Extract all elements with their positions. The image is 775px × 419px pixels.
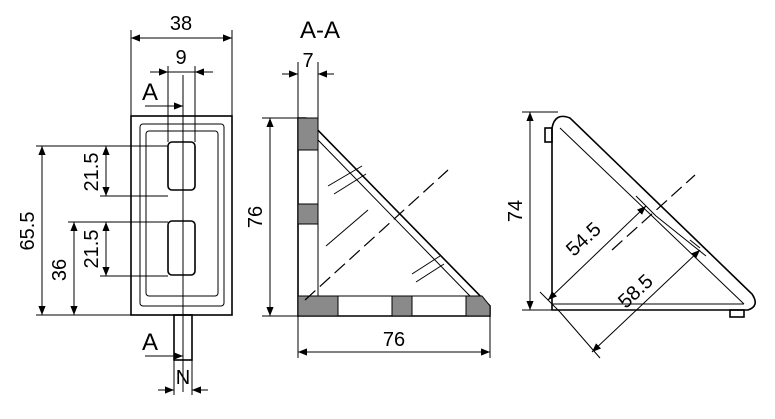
section-mark-top: A	[142, 79, 158, 106]
side-view: 74 54.5 58.5	[505, 111, 756, 359]
dim-585-ext-top	[655, 215, 707, 257]
side-outer-outline	[551, 115, 756, 311]
section-view: A-A 7 76 76	[245, 17, 491, 358]
dim-thickness-label: 7	[302, 50, 313, 72]
section-slot-line-1	[327, 165, 363, 187]
hatch-right-corner	[465, 295, 491, 317]
section-slot-line-3	[411, 255, 441, 275]
front-view-recess	[145, 130, 219, 297]
side-inner-edge	[559, 127, 745, 305]
hatch-mid-bottom	[391, 295, 413, 317]
section-title: A-A	[300, 17, 340, 44]
dim-slot-width-label: 9	[175, 47, 186, 69]
side-centerline	[611, 174, 696, 251]
dim-section-width-label: 76	[383, 329, 405, 351]
section-slot-line-2	[333, 173, 367, 195]
side-rib-mark	[689, 239, 701, 249]
dim-545-ext-bottom	[539, 291, 561, 313]
dim-diag-outer-label: 58.5	[614, 270, 657, 313]
section-slot-line-4	[415, 263, 445, 283]
front-view: A A 38 9 21.5 21.5 65.5 36	[17, 13, 233, 395]
bolt-label: N	[176, 367, 190, 389]
dim-585-line	[591, 249, 701, 353]
hatch-bottom-corner	[297, 295, 339, 317]
hatch-top-corner	[297, 117, 319, 151]
section-centerline	[304, 169, 449, 301]
section-mark-bottom: A	[142, 329, 158, 356]
section-inner-outline	[317, 138, 472, 297]
side-tab-bottom	[729, 309, 745, 318]
upper-slot	[167, 141, 196, 191]
side-tab-top	[544, 127, 553, 143]
hatch-mid-left	[297, 203, 319, 225]
dim-side-height-label: 74	[505, 200, 527, 222]
dim-section-height-label: 76	[245, 206, 267, 228]
dim-slot-height-2-label: 21.5	[81, 230, 103, 269]
dim-585-ext-bottom	[559, 311, 601, 359]
front-view-inner-outline	[139, 123, 225, 307]
dim-diag-inner-label: 54.5	[562, 218, 605, 261]
lower-slot	[167, 220, 196, 276]
dim-slot-height-1-label: 21.5	[81, 153, 103, 192]
dim-545-ext-top	[635, 195, 657, 217]
dim-width-label: 38	[170, 13, 192, 35]
dim-total-height-label: 65.5	[17, 212, 39, 251]
dim-lower-height-label: 36	[49, 259, 71, 281]
section-slot-line-5	[325, 209, 369, 247]
